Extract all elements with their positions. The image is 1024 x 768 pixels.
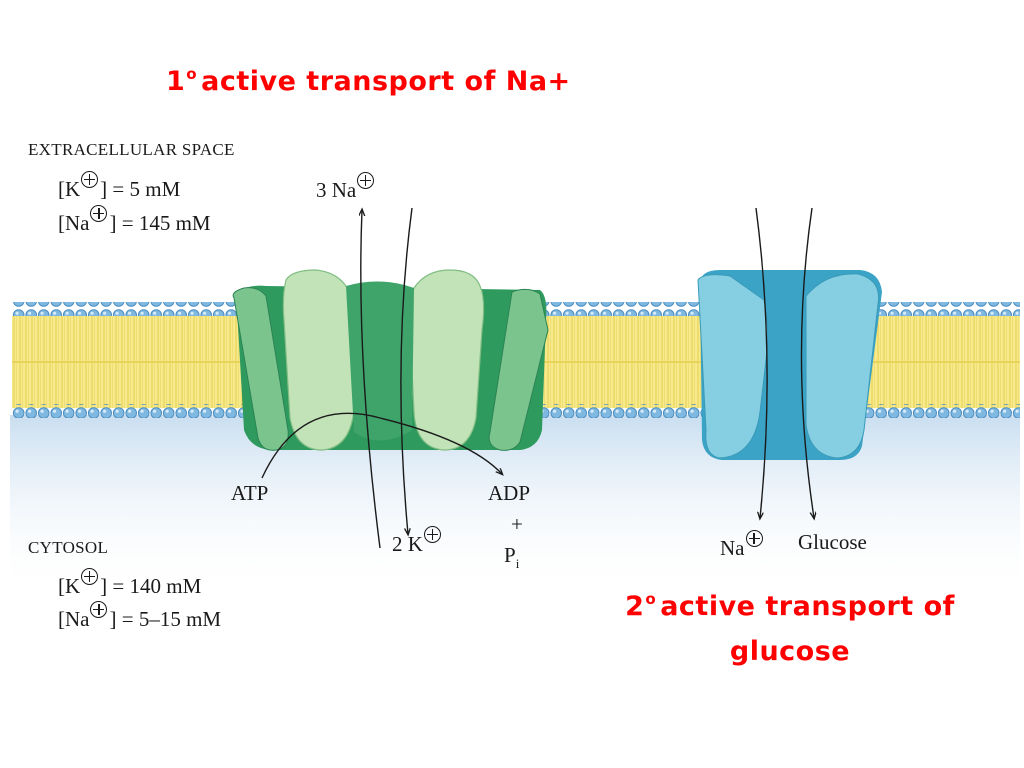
glucose-cotransport-arrow — [800, 207, 814, 518]
ext-k-open: [K — [58, 177, 81, 201]
plus-charge-icon — [357, 172, 375, 189]
primary-number: 1 — [166, 66, 186, 97]
phosphate-main: P — [504, 543, 516, 567]
primary-degree-mark: o — [186, 65, 198, 83]
phosphate-label: Pi — [504, 543, 520, 571]
glucose-label: Glucose — [798, 530, 867, 554]
cyt-k-close: ] = 140 mM — [100, 574, 202, 598]
cytosol-na-concentration: [Na ] = 5–15 mM — [58, 601, 221, 632]
na-cotransport-arrow — [755, 207, 768, 518]
plus-charge-icon — [81, 171, 99, 188]
k-influx-label: 2 K — [392, 526, 443, 557]
na-efflux-text: 3 Na — [316, 178, 357, 202]
na-efflux-label: 3 Na — [316, 172, 376, 203]
sodium-potassium-pump — [232, 269, 549, 451]
plus-sign-label: + — [511, 512, 523, 536]
extracellular-na-concentration: [Na ] = 145 mM — [58, 205, 211, 236]
cyt-na-close: ] = 5–15 mM — [109, 607, 222, 631]
na-efflux-arrow — [361, 210, 381, 549]
k-influx-text: 2 K — [392, 532, 423, 556]
plus-charge-icon — [90, 601, 108, 618]
ext-na-close: ] = 145 mM — [109, 211, 211, 235]
k-influx-arrow — [400, 207, 413, 534]
secondary-number: 2 — [625, 591, 645, 622]
secondary-title-line-2: glucose — [729, 636, 851, 667]
glucose-symporter — [697, 270, 882, 460]
secondary-degree-mark: o — [645, 590, 657, 608]
symporter-na-label: Na — [720, 530, 765, 561]
atp-hydrolysis-arrow — [261, 412, 502, 479]
secondary-title-text: active transport of — [660, 591, 955, 622]
transport-arrows — [261, 207, 814, 549]
cyt-na-open: [Na — [58, 607, 90, 631]
extracellular-heading: EXTRACELLULAR SPACE — [28, 140, 235, 159]
cyt-k-open: [K — [58, 574, 81, 598]
symporter-na-text: Na — [720, 536, 745, 560]
phosphate-subscript: i — [515, 556, 520, 571]
cytosol-heading: CYTOSOL — [28, 538, 109, 557]
plus-charge-icon — [81, 568, 99, 585]
ext-na-open: [Na — [58, 211, 90, 235]
atp-label: ATP — [231, 481, 269, 505]
plus-charge-icon — [90, 205, 108, 222]
adp-label: ADP — [488, 481, 531, 505]
plus-charge-icon — [423, 526, 441, 543]
primary-title-text: active transport of Na+ — [201, 66, 571, 97]
extracellular-k-concentration: [K ] = 5 mM — [58, 171, 180, 202]
cytosol-k-concentration: [K ] = 140 mM — [58, 568, 201, 599]
ext-k-close: ] = 5 mM — [100, 177, 181, 201]
plus-charge-icon — [745, 530, 763, 547]
